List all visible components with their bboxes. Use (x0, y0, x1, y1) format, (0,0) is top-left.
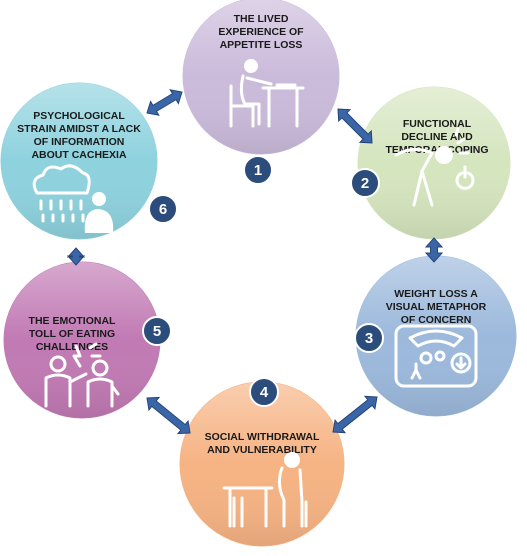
theme-number: 4 (260, 384, 269, 401)
theme-number-badge: 6 (148, 194, 178, 224)
theme-number: 6 (159, 201, 167, 218)
theme-title-line: OF INFORMATION (34, 136, 125, 148)
theme-number-badge: 3 (354, 323, 384, 353)
theme-title-line: AND VULNERABILITY (207, 444, 317, 456)
circle-sheen (1, 83, 157, 239)
theme-title-line: APPETITE LOSS (220, 39, 303, 51)
theme-title-line: THE EMOTIONAL (29, 315, 116, 327)
theme-title-line: VISUAL METAPHOR (386, 301, 487, 313)
double-arrow-1-2 (337, 108, 373, 144)
theme-number: 3 (365, 330, 373, 347)
double-arrow-4-5 (146, 396, 191, 435)
theme-title-line: STRAIN AMIDST A LACK (17, 123, 141, 135)
badge-circle (142, 316, 172, 346)
badge-circle (148, 194, 178, 224)
theme-title-line: THE LIVED (234, 13, 289, 25)
theme-title-line: WEIGHT LOSS A (394, 288, 478, 300)
double-arrow-2-3 (424, 237, 444, 263)
circle-sheen (183, 0, 339, 154)
circle-sheen (4, 262, 160, 418)
badge-circle (249, 377, 279, 407)
rain-cloud-person-icon (32, 164, 114, 233)
fatigued-person-icon (394, 127, 475, 207)
double-arrow-3-4 (332, 395, 378, 434)
badge-circle (243, 155, 273, 185)
theme-number: 2 (361, 175, 369, 192)
theme-number-badge: 1 (243, 155, 273, 185)
theme-title-line: EXPERIENCE OF (218, 26, 304, 38)
theme-title-line: OF CONCERN (401, 314, 472, 326)
arguing-people-icon (44, 342, 120, 408)
double-arrow-6-1 (146, 89, 183, 116)
theme-title-line: TOLL OF EATING (29, 328, 115, 340)
circle-sheen (358, 87, 510, 239)
theme-title-line: ABOUT CACHEXIA (31, 149, 127, 161)
theme-number: 1 (254, 162, 262, 179)
badge-circle (354, 323, 384, 353)
theme-number-badge: 4 (249, 377, 279, 407)
scale-icon (394, 324, 478, 388)
theme-number-badge: 2 (350, 168, 380, 198)
double-arrow-5-6 (66, 247, 86, 266)
badge-circle (350, 168, 380, 198)
theme-title-line: FUNCTIONAL (403, 118, 472, 130)
person-alone-at-table-icon (222, 452, 308, 528)
theme-number-badge: 5 (142, 316, 172, 346)
theme-number: 5 (153, 323, 161, 340)
theme-title-line: CHALLENGES (36, 341, 108, 353)
theme-title-line: PSYCHOLOGICAL (33, 110, 125, 122)
person-at-table-icon (229, 59, 305, 128)
theme-title-line: SOCIAL WITHDRAWAL (205, 431, 320, 443)
